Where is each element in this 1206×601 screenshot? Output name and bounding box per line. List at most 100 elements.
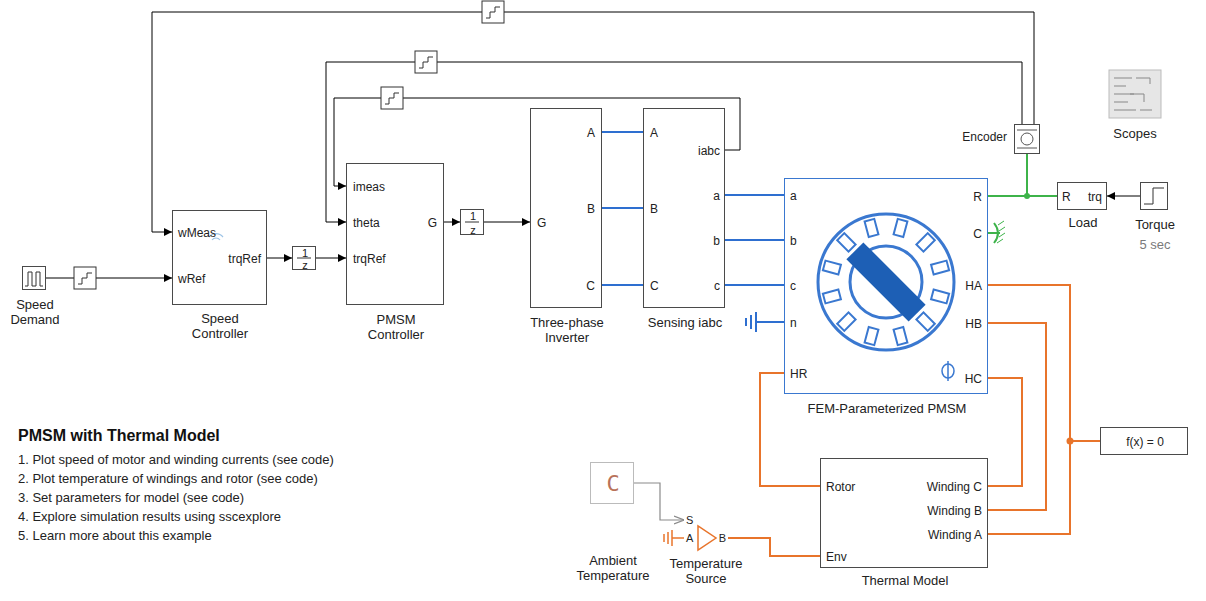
physical-connection <box>634 483 684 520</box>
port-label: Winding B <box>927 504 982 518</box>
zero-order-hold <box>74 267 96 289</box>
pulse-generator: Speed Demand <box>22 266 46 290</box>
block-label: Speed Controller <box>175 311 265 341</box>
port-label: B <box>719 533 726 544</box>
motor-icon <box>818 214 954 350</box>
port-label: C <box>606 472 619 496</box>
physical-connection <box>988 154 1027 196</box>
port-label: Winding C <box>927 480 982 494</box>
port-label: a <box>790 189 797 203</box>
step-icon <box>1144 188 1164 204</box>
zero-order-hold <box>381 87 403 109</box>
fraction-bar <box>297 222 479 258</box>
block-label: Three-phase Inverter <box>517 315 617 345</box>
stator-tooth <box>823 290 841 304</box>
port-label: HR <box>790 367 807 381</box>
stator-tooth <box>894 327 908 345</box>
instruction-note: 3. Set parameters for model (see code) <box>18 490 244 505</box>
block-label: 5 sec <box>1125 237 1185 252</box>
block-label: Sensing iabc <box>645 315 725 330</box>
junction-dot <box>1024 193 1030 199</box>
port-label: imeas <box>353 180 385 194</box>
block-label: PMSM Controller <box>351 312 441 342</box>
port-label: Env <box>826 550 847 564</box>
port-label: A <box>587 126 595 140</box>
port-label: wMeas <box>178 226 216 240</box>
zero-order-hold <box>385 93 399 104</box>
stator-tooth <box>823 261 841 275</box>
unit-delay: 1z <box>460 209 484 235</box>
block-label: Ambient Temperature <box>568 553 658 583</box>
source-triangle <box>667 532 669 544</box>
signal-line <box>484 222 530 223</box>
scopes-icon <box>1130 78 1152 110</box>
constant-source: CAmbient Temperature <box>590 462 634 504</box>
block-label: Scopes <box>1100 126 1170 141</box>
port-label: Winding A <box>928 528 982 542</box>
port-label: A <box>650 126 658 140</box>
physical-connection <box>725 284 784 286</box>
signal-line <box>326 62 1022 222</box>
pulse-generator-icon <box>25 272 43 286</box>
flux-symbol <box>947 361 949 381</box>
zero-order-hold <box>78 273 92 284</box>
scope-block: Scopes <box>1107 68 1163 120</box>
encoder-icon <box>1017 130 1037 131</box>
physical-connection <box>988 285 1070 534</box>
thermal-block: RotorWinding CWinding BWinding AEnvTherm… <box>820 458 988 568</box>
zero-order-hold <box>486 7 500 18</box>
port-label: G <box>537 216 546 230</box>
encoder-icon <box>1017 148 1037 149</box>
scopes-icon <box>1109 70 1161 118</box>
load-block: RtrqLoad <box>1057 182 1107 210</box>
physical-connection <box>988 195 1057 197</box>
stator-tooth <box>865 219 879 237</box>
port-label: trqRef <box>228 252 261 266</box>
port-label: Encoder <box>962 130 1007 144</box>
port-label: C <box>973 227 982 241</box>
port-label: trq <box>1088 190 1102 204</box>
port-label: 1 <box>302 248 308 259</box>
stator-tooth <box>837 312 855 330</box>
signal-line <box>444 222 460 223</box>
port-label: R <box>1062 190 1071 204</box>
flux-symbol <box>942 361 954 381</box>
zero-order-hold <box>482 1 504 23</box>
physical-connection <box>988 285 1100 441</box>
step-source: Torque5 sec <box>1140 182 1168 210</box>
encoder-icon <box>1021 133 1033 145</box>
physical-connection <box>728 538 820 556</box>
physical-connection <box>725 194 784 196</box>
port-label: A <box>686 533 693 544</box>
block-label: Torque <box>1125 217 1185 232</box>
instruction-note: 4. Explore simulation results using ssce… <box>18 509 281 524</box>
physical-connection <box>602 207 643 209</box>
source-triangle <box>663 534 665 542</box>
unit-delay: 1z <box>292 246 316 270</box>
port-label: f(x) = 0 <box>1126 435 1164 449</box>
port-label: B <box>650 202 658 216</box>
inverter-block: GABCThree-phase Inverter <box>530 108 602 308</box>
source-triangle <box>672 537 684 539</box>
temperature-source: SABTemperature Source <box>684 512 728 552</box>
port-label: S <box>686 515 693 526</box>
step-icon <box>1144 188 1164 204</box>
instruction-note: 2. Plot temperature of windings and roto… <box>18 471 318 486</box>
zero-order-hold <box>74 1 504 289</box>
port-label: a <box>713 189 720 203</box>
source-triangle <box>698 526 716 550</box>
port-label: wRef <box>178 272 205 286</box>
block-label: Thermal Model <box>825 573 985 588</box>
motor-block: abcnHRRCHAHBHCFEM-Parameterized PMSM <box>784 178 988 394</box>
controller-block: imeasthetatrqRefGPMSM Controller <box>346 163 444 305</box>
motor-icon <box>818 214 954 350</box>
port-label: theta <box>353 216 380 230</box>
stator-tooth <box>916 233 934 251</box>
port-label: HB <box>965 317 982 331</box>
electrical-ground <box>745 318 747 326</box>
mechanical-reference <box>997 221 1005 243</box>
zero-order-hold <box>415 51 437 73</box>
encoder-icon <box>1017 130 1037 148</box>
signal-line <box>334 98 740 186</box>
stator-tooth <box>931 261 949 275</box>
